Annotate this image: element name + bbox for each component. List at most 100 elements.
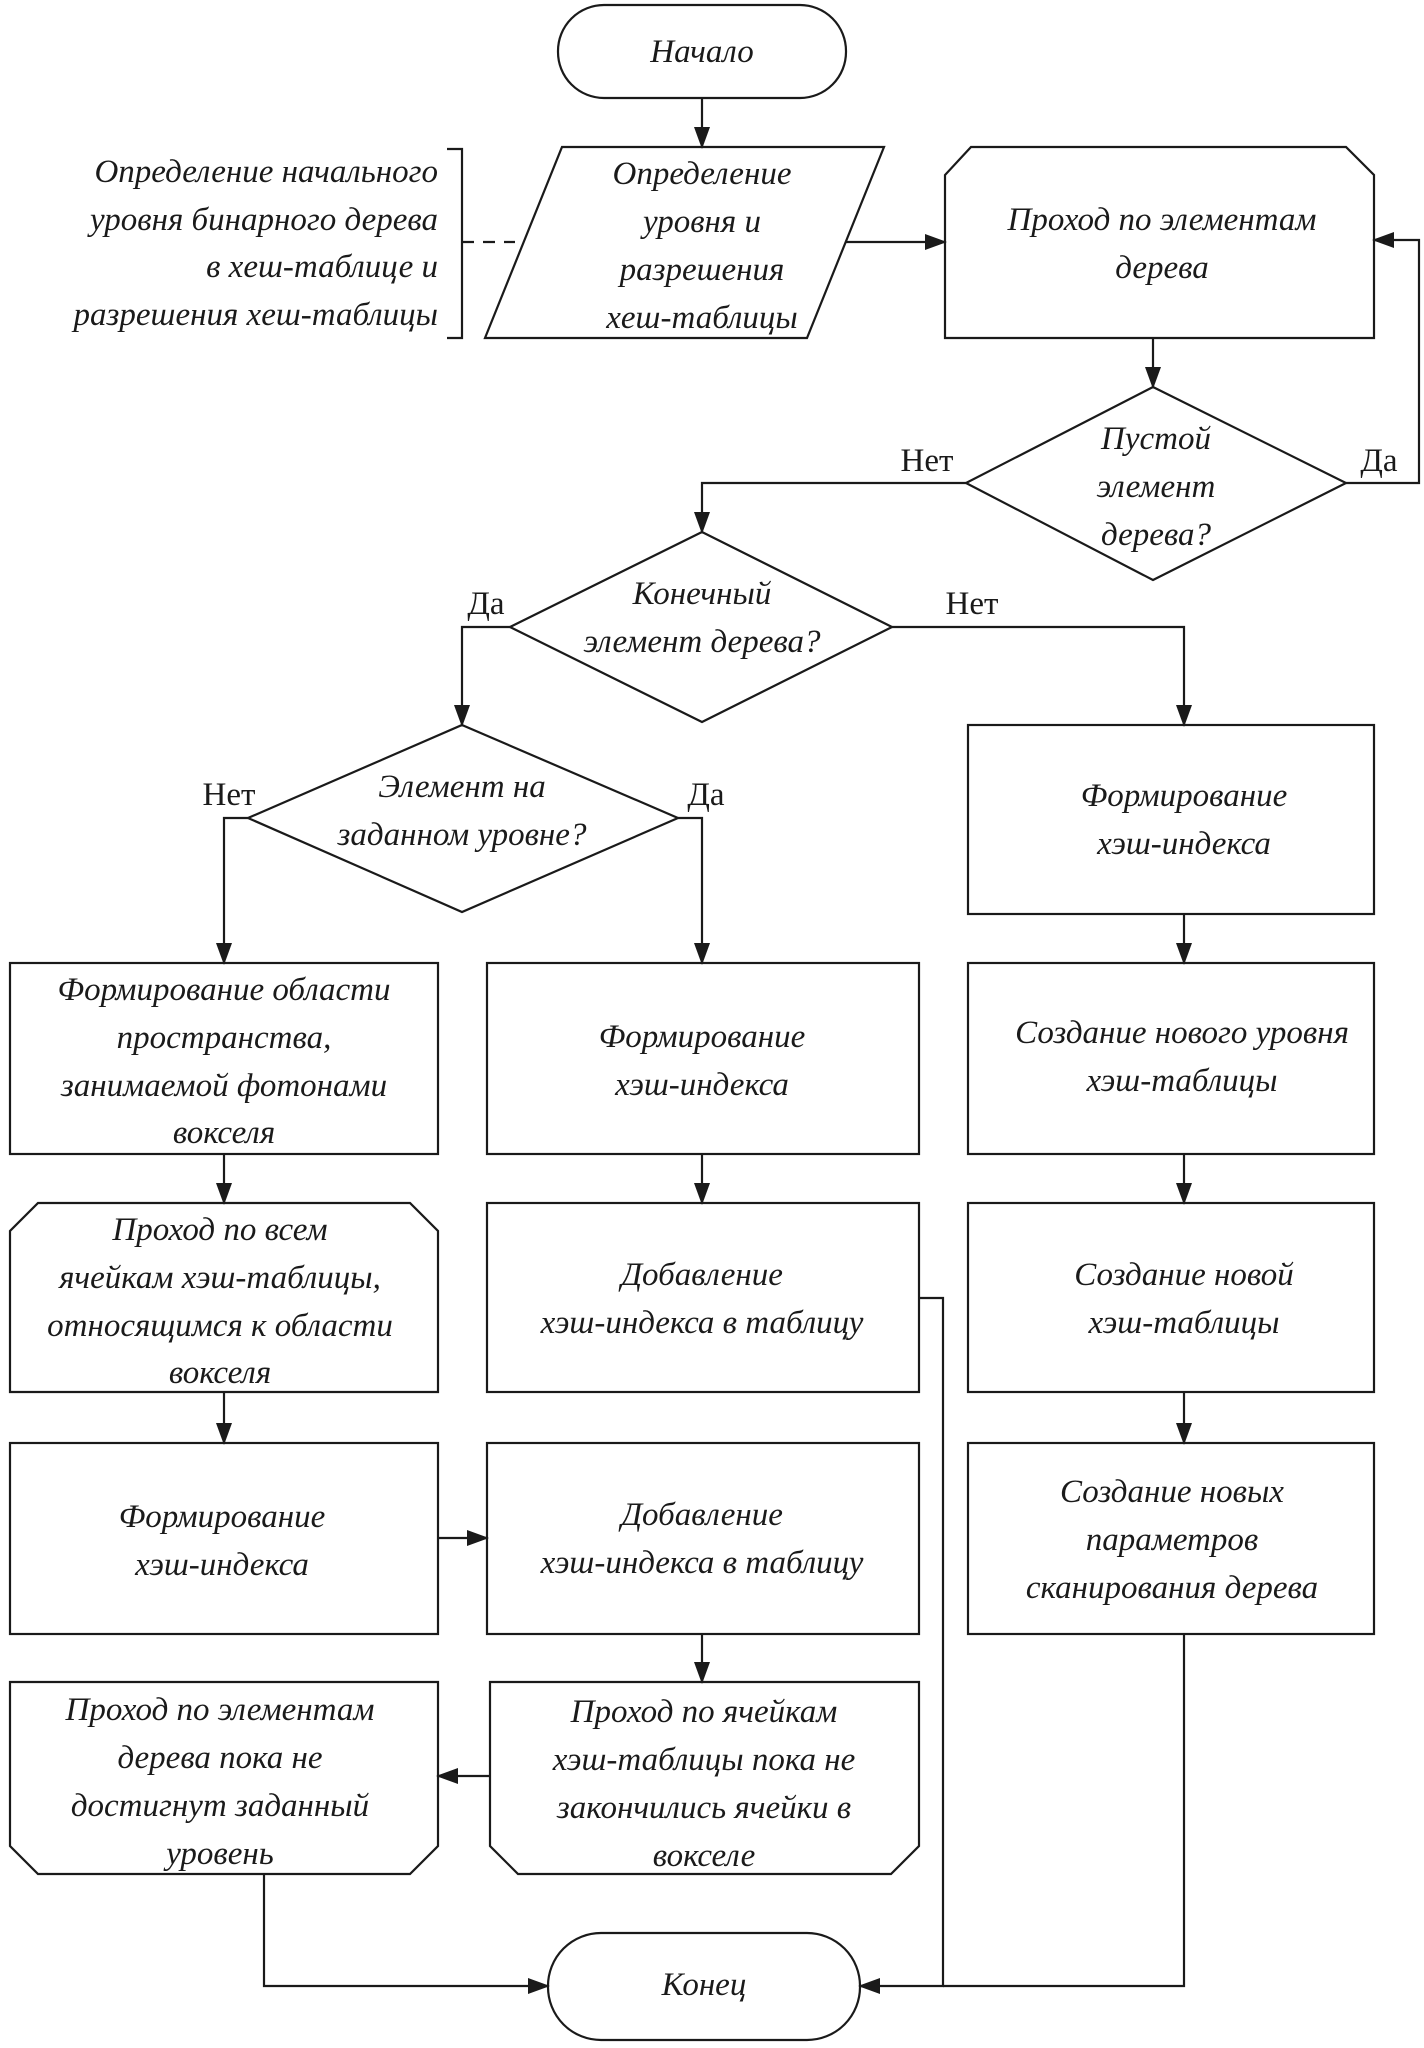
text-line: ячейкам хэш-таблицы, [58, 1260, 381, 1296]
text-line: Проход по элементам [1007, 202, 1317, 238]
new-level-box [966, 961, 1376, 1156]
text-line: Проход по всем [111, 1212, 327, 1248]
add-hash-left-box [485, 1441, 921, 1636]
text-line: Формирование области [58, 972, 391, 1008]
text-line: Формирование [119, 1499, 326, 1535]
new-table-box [966, 1201, 1376, 1394]
new-level-text: Создание нового уровня хэш-таблицы [1015, 1015, 1349, 1099]
loop-cells-text: Проход по ячейкам хэш-таблицы пока не за… [552, 1694, 856, 1874]
empty-elem-decision [963, 385, 1349, 582]
arrow-level-no [216, 816, 248, 965]
new-table-text: Создание новой хэш-таблицы [1074, 1257, 1294, 1341]
text-line: в хеш-таблице и [206, 249, 438, 285]
loop-tree-end [8, 1680, 440, 1876]
text-line: хеш-таблицы [605, 300, 797, 336]
end-elem-decision [507, 530, 895, 724]
traverse-tree-text: Проход по элементам дерева [1007, 202, 1317, 286]
text-line: дерева? [1101, 517, 1211, 553]
text-line: хэш-таблицы пока не [552, 1742, 856, 1778]
add-hash-mid-box [485, 1201, 921, 1394]
text-line: элемент [1097, 469, 1216, 505]
text-line: хэш-индекса [134, 1547, 309, 1583]
text-line: уровня и [640, 204, 761, 240]
text-line: уровня бинарного дерева [87, 202, 438, 238]
on-level-decision [245, 723, 681, 914]
traverse-cells-loop-start [8, 1201, 440, 1394]
text-line: сканирования дерева [1026, 1570, 1318, 1606]
end-label: Конец [661, 1967, 747, 2003]
text-line: Создание нового уровня [1015, 1015, 1349, 1051]
text-line: уровень [163, 1836, 274, 1872]
end-yes-label: Да [467, 586, 505, 622]
empty-yes-label: Да [1360, 443, 1398, 479]
annotation-bracket [447, 147, 464, 340]
add-hash-left-text: Добавление хэш-индекса в таблицу [540, 1497, 864, 1581]
arrow-end-no [892, 625, 1192, 727]
arrow-end-yes [454, 625, 510, 727]
new-params-text: Создание новых параметров сканирования д… [1026, 1474, 1318, 1606]
text-line: занимаемой фотонами [60, 1068, 387, 1104]
hash-left-text: Формирование хэш-индекса [119, 1499, 326, 1583]
arrow-level-yes [678, 816, 710, 965]
text-line: пространства, [117, 1020, 332, 1056]
text-line: Элемент на [378, 769, 545, 805]
new-params-box [966, 1441, 1376, 1636]
text-line: Формирование [599, 1019, 806, 1055]
text-line: Начало [649, 34, 753, 70]
text-line: хэш-таблицы [1088, 1305, 1280, 1341]
start-label: Начало [649, 34, 753, 70]
traverse-cells-text: Проход по всем ячейкам хэш-таблицы, отно… [47, 1212, 393, 1391]
level-no-label: Нет [203, 777, 256, 813]
define-level-text: Определение уровня и разрешения хеш-табл… [605, 156, 797, 336]
hash-mid-box [485, 961, 921, 1156]
empty-elem-text: Пустой элемент дерева? [1097, 421, 1216, 553]
level-yes-label: Да [687, 777, 725, 813]
hash-right-text: Формирование хэш-индекса [1081, 778, 1288, 862]
text-line: хэш-индекса [614, 1067, 789, 1103]
form-region-text: Формирование области пространства, заним… [58, 972, 391, 1151]
arrow-empty-no [694, 481, 966, 534]
define-level-parallelogram [483, 145, 886, 340]
add-hash-mid-text: Добавление хэш-индекса в таблицу [540, 1257, 864, 1341]
text-line: Добавление [618, 1257, 783, 1293]
text-line: дерева пока не [117, 1740, 322, 1776]
text-line: Создание новых [1060, 1474, 1284, 1510]
arrow-looptree-end [262, 1874, 550, 1994]
text-line: разрешения [618, 252, 785, 288]
text-line: хэш-индекса в таблицу [540, 1305, 864, 1341]
end-no-label: Нет [946, 586, 999, 622]
text-line: Пустой [1100, 421, 1211, 457]
loop-tree-text: Проход по элементам дерева пока не дости… [65, 1692, 375, 1872]
text-line: Конечный [632, 576, 772, 612]
text-line: Определение начального [94, 154, 438, 190]
text-line: достигнут заданный [71, 1788, 370, 1824]
text-line: вокселе [653, 1838, 755, 1874]
hash-right-box [966, 723, 1376, 916]
text-line: Проход по ячейкам [570, 1694, 838, 1730]
annotation-text: Определение начального уровня бинарного … [72, 154, 438, 333]
text-line: дерева [1115, 250, 1209, 286]
traverse-tree-loop-start [943, 145, 1376, 340]
text-line: Создание новой [1074, 1257, 1294, 1293]
end-elem-text: Конечный элемент дерева? [584, 576, 821, 660]
text-line: Конец [661, 1967, 747, 2003]
text-line: Добавление [618, 1497, 783, 1533]
text-line: параметров [1086, 1522, 1258, 1558]
text-line: хэш-индекса в таблицу [540, 1545, 864, 1581]
text-line: относящимся к области [47, 1308, 393, 1344]
text-line: хэш-индекса [1096, 826, 1271, 862]
text-line: хэш-таблицы [1086, 1063, 1278, 1099]
empty-no-label: Нет [901, 443, 954, 479]
arrow-empty-yes-loop [1346, 232, 1421, 485]
line-params-end [943, 1634, 1186, 1988]
text-line: Определение [613, 156, 792, 192]
hash-mid-text: Формирование хэш-индекса [599, 1019, 806, 1103]
loop-cells-end [488, 1680, 921, 1876]
text-line: закончились ячейки в [556, 1790, 851, 1826]
text-line: разрешения хеш-таблицы [72, 297, 438, 333]
text-line: Проход по элементам [65, 1692, 375, 1728]
text-line: заданном уровне? [337, 817, 587, 853]
text-line: вокселя [169, 1355, 271, 1391]
arrow-addmid-end [858, 1296, 945, 1994]
on-level-text: Элемент на заданном уровне? [337, 769, 587, 853]
